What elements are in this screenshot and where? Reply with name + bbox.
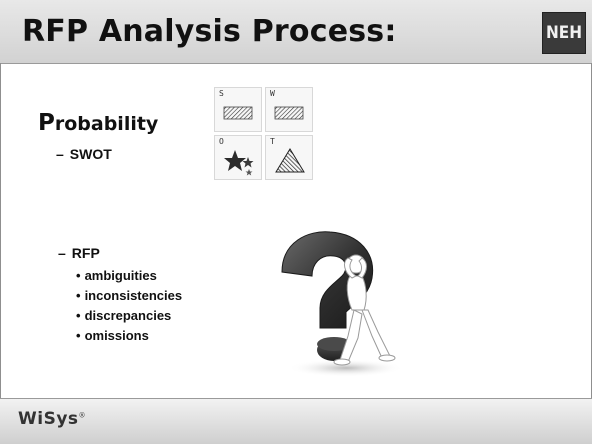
bullet-glyph: • (76, 308, 81, 323)
triangle-icon (275, 148, 305, 173)
dash-glyph: – (56, 146, 64, 162)
rfp-bullet-list: •ambiguities •inconsistencies •discrepan… (76, 266, 182, 346)
slide-footer: WiSys® (0, 398, 592, 444)
bullet-glyph: • (76, 268, 81, 283)
slide-header: RFP Analysis Process: NEH (0, 0, 592, 64)
neh-logo: NEH (542, 12, 586, 54)
swot-cell-w: W (265, 87, 313, 132)
stars-icon (224, 150, 254, 176)
rfp-item: –RFP (58, 245, 100, 261)
rfp-label: RFP (71, 245, 100, 261)
list-item: •ambiguities (76, 268, 157, 283)
slide-title: RFP Analysis Process: (22, 14, 397, 49)
swot-cell-o: O (214, 135, 262, 180)
wisys-logo: WiSys® (18, 409, 87, 429)
heading-initial: P (38, 110, 55, 136)
heading-rest: robability (54, 113, 159, 135)
dash-glyph: – (58, 245, 66, 261)
probability-heading: Probability (38, 110, 158, 136)
list-item: •inconsistencies (76, 288, 183, 303)
swot-grid-image: S W O (214, 87, 314, 181)
swot-item: –SWOT (56, 146, 112, 162)
swot-cell-s: S (214, 87, 262, 132)
bullet-glyph: • (76, 288, 81, 303)
question-mark-figure-icon (281, 231, 404, 377)
neh-logo-text: NEH (545, 23, 583, 43)
hatched-bar-icon (223, 106, 253, 120)
swot-label: SWOT (69, 146, 112, 162)
bullet-glyph: • (76, 328, 81, 343)
swot-cell-t: T (265, 135, 313, 180)
list-item: •discrepancies (76, 308, 172, 323)
hatched-bar-icon (274, 106, 304, 120)
list-item: •omissions (76, 328, 149, 343)
